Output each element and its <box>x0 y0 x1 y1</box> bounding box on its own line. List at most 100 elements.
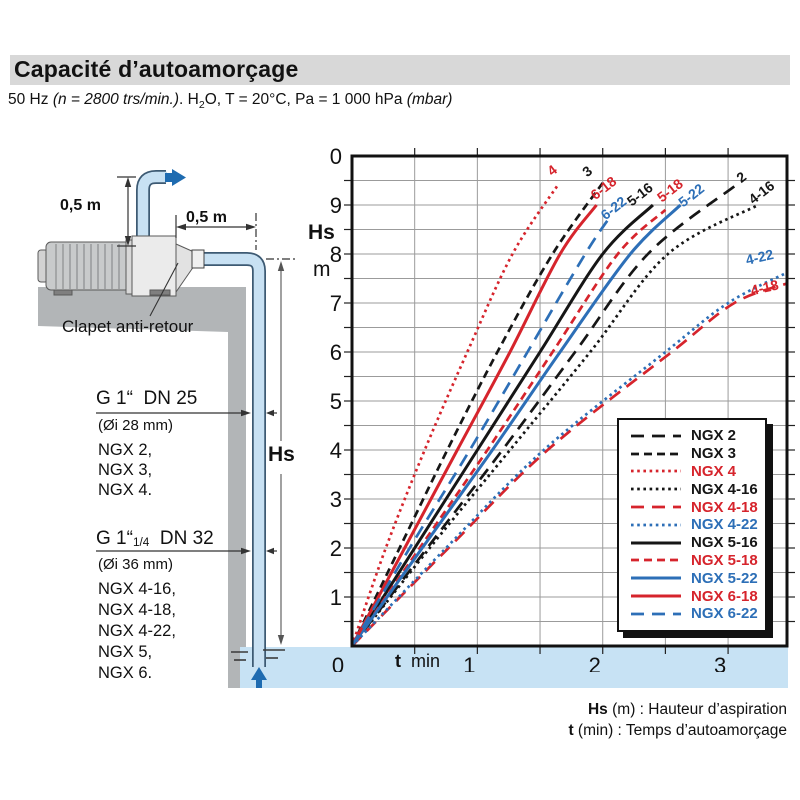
suction-flow-arrow <box>251 667 267 688</box>
y-tick-label-6: 6 <box>330 340 342 365</box>
water-level-marks <box>231 649 285 661</box>
platform-wall <box>38 287 246 688</box>
legend-label: NGX 2 <box>691 427 737 445</box>
legend-item-4-22: NGX 4-22 <box>629 516 761 534</box>
legend-item-6-22: NGX 6-22 <box>629 605 761 623</box>
model-list-item: NGX 6. <box>98 664 153 682</box>
curve-3 <box>351 182 604 647</box>
model-list-item: NGX 2, <box>98 441 153 459</box>
footnote-hs: Hs (m) : Hauteur d’aspiration <box>587 701 787 718</box>
y-tick-label-5: 5 <box>330 389 342 414</box>
legend-line-sample <box>631 434 681 438</box>
legend-label: NGX 5-22 <box>691 569 758 587</box>
y-tick-label-4: 4 <box>330 438 342 463</box>
legend-item-4-18: NGX 4-18 <box>629 498 761 516</box>
curve-label-4-18: 4-18 <box>749 276 780 298</box>
discharge-pipe <box>136 170 167 250</box>
suction-offset-dimension-label: 0,5 m <box>186 209 227 226</box>
y-tick-label-7: 7 <box>330 291 342 316</box>
check-valve-leader <box>149 262 179 317</box>
y-tick-label-2: 2 <box>330 536 342 561</box>
spec1-arrow-right <box>241 409 251 417</box>
curve-label-4-22: 4-22 <box>744 246 775 268</box>
x-tick-label-2: 2 <box>589 653 601 672</box>
y-tick-label-1: 1 <box>330 585 342 610</box>
pipe-spec-1-bore: (Øi 28 mm) <box>98 417 173 434</box>
legend-line-sample <box>631 541 681 545</box>
dim-v-arrow-top <box>124 177 132 187</box>
legend-label: NGX 3 <box>691 445 737 463</box>
legend-line-sample <box>631 452 681 456</box>
legend-line-sample <box>631 576 681 580</box>
model-list-item: NGX 4-22, <box>98 622 176 640</box>
pipe-spec-1-models: NGX 2,NGX 3,NGX 4. <box>98 440 152 500</box>
dim-v-arrow-bottom <box>124 236 132 246</box>
legend-item-5-22: NGX 5-22 <box>629 569 761 587</box>
discharge-height-dimension-label: 0,5 m <box>60 197 101 214</box>
y-axis-unit: m <box>313 258 331 281</box>
pipe-spec-2-models: NGX 4-16,NGX 4-18,NGX 4-22,NGX 5,NGX 6. <box>98 579 176 684</box>
footnote-t: t (min) : Temps d’autoamorçage <box>568 721 787 739</box>
plot-border <box>350 154 789 648</box>
legend-line-sample <box>631 612 681 616</box>
y-axis-title: Hs <box>308 221 335 244</box>
model-list-item: NGX 5, <box>98 643 153 661</box>
curve-6-22 <box>351 214 613 647</box>
curve-5-22 <box>351 203 682 647</box>
curve-5-16 <box>351 203 654 647</box>
curve-4-22 <box>351 271 788 647</box>
dimension-vertical <box>117 176 136 247</box>
legend-line-sample <box>631 559 681 562</box>
discharge-flow-arrow <box>165 169 186 186</box>
legend-item-6-18: NGX 6-18 <box>629 587 761 605</box>
pipe-spec-1-heading: G 1“ DN 25 <box>96 388 198 409</box>
legend-label: NGX 6-18 <box>691 587 758 605</box>
legend-label: NGX 4 <box>691 462 737 480</box>
legend-item-2: NGX 2 <box>629 427 761 445</box>
legend-line-sample <box>631 505 681 509</box>
title-bar <box>10 55 790 85</box>
legend-item-4: NGX 4 <box>629 463 761 481</box>
pump-icon <box>37 235 205 297</box>
legend-item-4-16: NGX 4-16 <box>629 480 761 498</box>
dim-h-arrow-left <box>176 223 186 231</box>
curve-4-18 <box>351 282 788 647</box>
x-tick-label-1: 1 <box>463 653 475 672</box>
y-tick-label-3: 3 <box>330 487 342 512</box>
curve-4-16 <box>351 203 759 647</box>
check-valve-label: Clapet anti-retour <box>62 317 194 336</box>
spec2-arrow-left <box>266 547 274 555</box>
legend-label: NGX 5-18 <box>691 551 758 569</box>
x-tick-label-3: 3 <box>714 653 726 672</box>
legend-line-sample <box>631 523 681 527</box>
model-list-item: NGX 4. <box>98 481 153 499</box>
hs-arrow-bottom <box>277 635 285 645</box>
suction-pipe <box>194 252 266 669</box>
y-tick-label-8: 8 <box>330 242 342 267</box>
model-list-item: NGX 4-16, <box>98 580 176 598</box>
suction-height-label: Hs <box>268 443 295 466</box>
curve-5-18 <box>351 208 667 647</box>
legend-line-sample <box>631 594 681 598</box>
pipe-spec-2-bore: (Øi 36 mm) <box>98 556 173 573</box>
dimension-horizontal <box>175 213 296 260</box>
footnotes: Hs (m) : Hauteur d’aspiration t (min) : … <box>568 700 787 741</box>
y-tick-label-10: 10 <box>330 144 342 169</box>
pipe-spec-2-heading: G 1“1/4 DN 32 <box>96 528 214 549</box>
hs-arrow-top <box>277 261 285 271</box>
curve-6-18 <box>351 204 598 647</box>
page-subtitle: 50 Hz (n = 2800 trs/min.). H2O, T = 20°C… <box>8 91 453 112</box>
legend-label: NGX 4-18 <box>691 498 758 516</box>
legend-label: NGX 5-16 <box>691 534 758 552</box>
water-surface-band <box>240 647 788 688</box>
dim-h-arrow-right <box>246 223 256 231</box>
legend-line-sample <box>631 487 681 491</box>
legend-label: NGX 4-22 <box>691 516 758 534</box>
y-tick-label-9: 9 <box>330 193 342 218</box>
legend-label: NGX 6-22 <box>691 605 758 623</box>
legend-item-3: NGX 3 <box>629 445 761 463</box>
x-tick-label-0: 0 <box>332 653 344 672</box>
